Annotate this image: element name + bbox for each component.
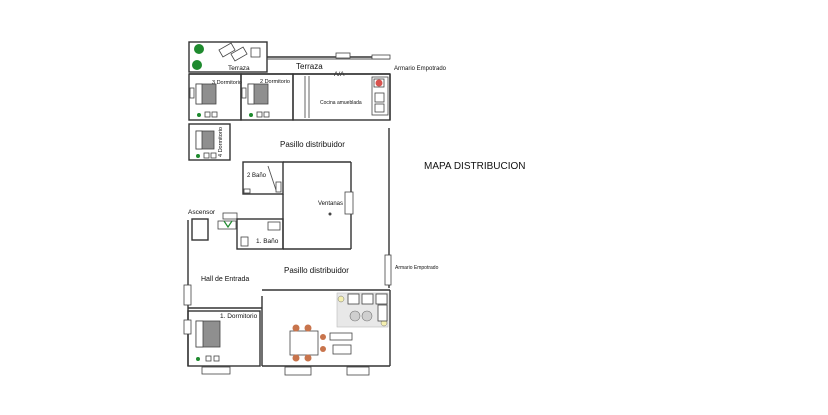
sunbed-icon xyxy=(230,46,248,62)
table-icon xyxy=(349,310,361,322)
room-label-armario-top: Armario Empotrado xyxy=(394,66,447,72)
room-dormitorio-4: 4 Dormitorio xyxy=(188,123,231,161)
room-dormitorio-2: 2 Dormitorio xyxy=(240,73,294,121)
room-label-dormitorio-1: 1. Dormitorio xyxy=(220,313,258,320)
room-label-bano-1: 1. Baño xyxy=(256,238,279,245)
central-block: Ventanas xyxy=(282,161,354,250)
room-label-pasillo-top: Pasillo distribuidor xyxy=(280,140,345,149)
fruit-bowl-icon xyxy=(375,79,383,87)
sink-icon xyxy=(374,103,385,113)
lamp-icon xyxy=(337,295,345,303)
chair-icon xyxy=(304,324,312,332)
room-label-pasillo-bottom: Pasillo distribuidor xyxy=(284,266,349,275)
chair-icon xyxy=(292,324,300,332)
plant-icon xyxy=(223,220,233,229)
plant-icon xyxy=(196,154,200,158)
sofa-icon xyxy=(377,304,388,322)
room-label-dormitorio-2: 2 Dormitorio xyxy=(260,79,290,85)
room-label-hall: Hall de Entrada xyxy=(201,276,249,283)
room-bano-1: 1. Baño xyxy=(217,218,284,250)
toilet-icon xyxy=(240,236,249,247)
window-icon xyxy=(201,366,231,375)
chair-icon xyxy=(320,334,326,340)
sunbed-icon xyxy=(218,42,236,58)
room-label-bano-2: 2 Baño xyxy=(247,173,267,179)
plant-icon xyxy=(196,357,200,361)
plant-icon xyxy=(249,113,253,117)
room-label-terraza-big: Terraza xyxy=(296,62,323,71)
room-label-cocina: Cocina amueblada xyxy=(320,100,362,106)
window-icon xyxy=(183,284,192,306)
window-icon xyxy=(284,366,312,376)
plant-icon xyxy=(192,60,202,70)
map-title: MAPA DISTRIBUCION xyxy=(424,161,526,172)
armchair-icon xyxy=(347,293,360,305)
table-icon xyxy=(361,310,373,322)
room-dormitorio-3: 3 Dormitorio xyxy=(188,73,242,121)
terraza-small: Terraza xyxy=(188,41,268,73)
chair-icon xyxy=(320,346,326,352)
window-icon xyxy=(344,191,354,215)
dining-table-icon xyxy=(289,330,319,356)
room-label-ventanas: Ventanas xyxy=(318,201,343,207)
table-icon xyxy=(250,47,261,58)
window-icon xyxy=(335,52,351,59)
armchair-icon xyxy=(361,293,374,305)
room-label-dormitorio-3: 3 Dormitorio xyxy=(212,80,242,86)
plant-icon xyxy=(194,44,204,54)
room-bano-2: 2 Baño xyxy=(242,161,284,195)
armchair-icon xyxy=(375,293,388,305)
armario-icon xyxy=(384,254,392,286)
chair-icon xyxy=(304,354,312,362)
room-cocina: Cocina amueblada xyxy=(292,73,391,121)
stove-icon xyxy=(374,92,385,103)
room-dormitorio-1: 1. Dormitorio xyxy=(183,310,261,375)
room-label-terraza-small: Terraza xyxy=(228,65,250,72)
room-salon-comedor xyxy=(261,289,391,376)
chair-icon xyxy=(292,354,300,362)
window-icon xyxy=(346,366,370,376)
sink-icon xyxy=(267,221,281,231)
plant-icon xyxy=(197,113,201,117)
window-icon xyxy=(371,54,391,60)
room-label-armario-right: Armario Empotrado xyxy=(395,265,439,271)
room-label-dormitorio-4: 4 Dormitorio xyxy=(218,127,224,157)
room-label-ascensor: Ascensor xyxy=(188,209,216,216)
